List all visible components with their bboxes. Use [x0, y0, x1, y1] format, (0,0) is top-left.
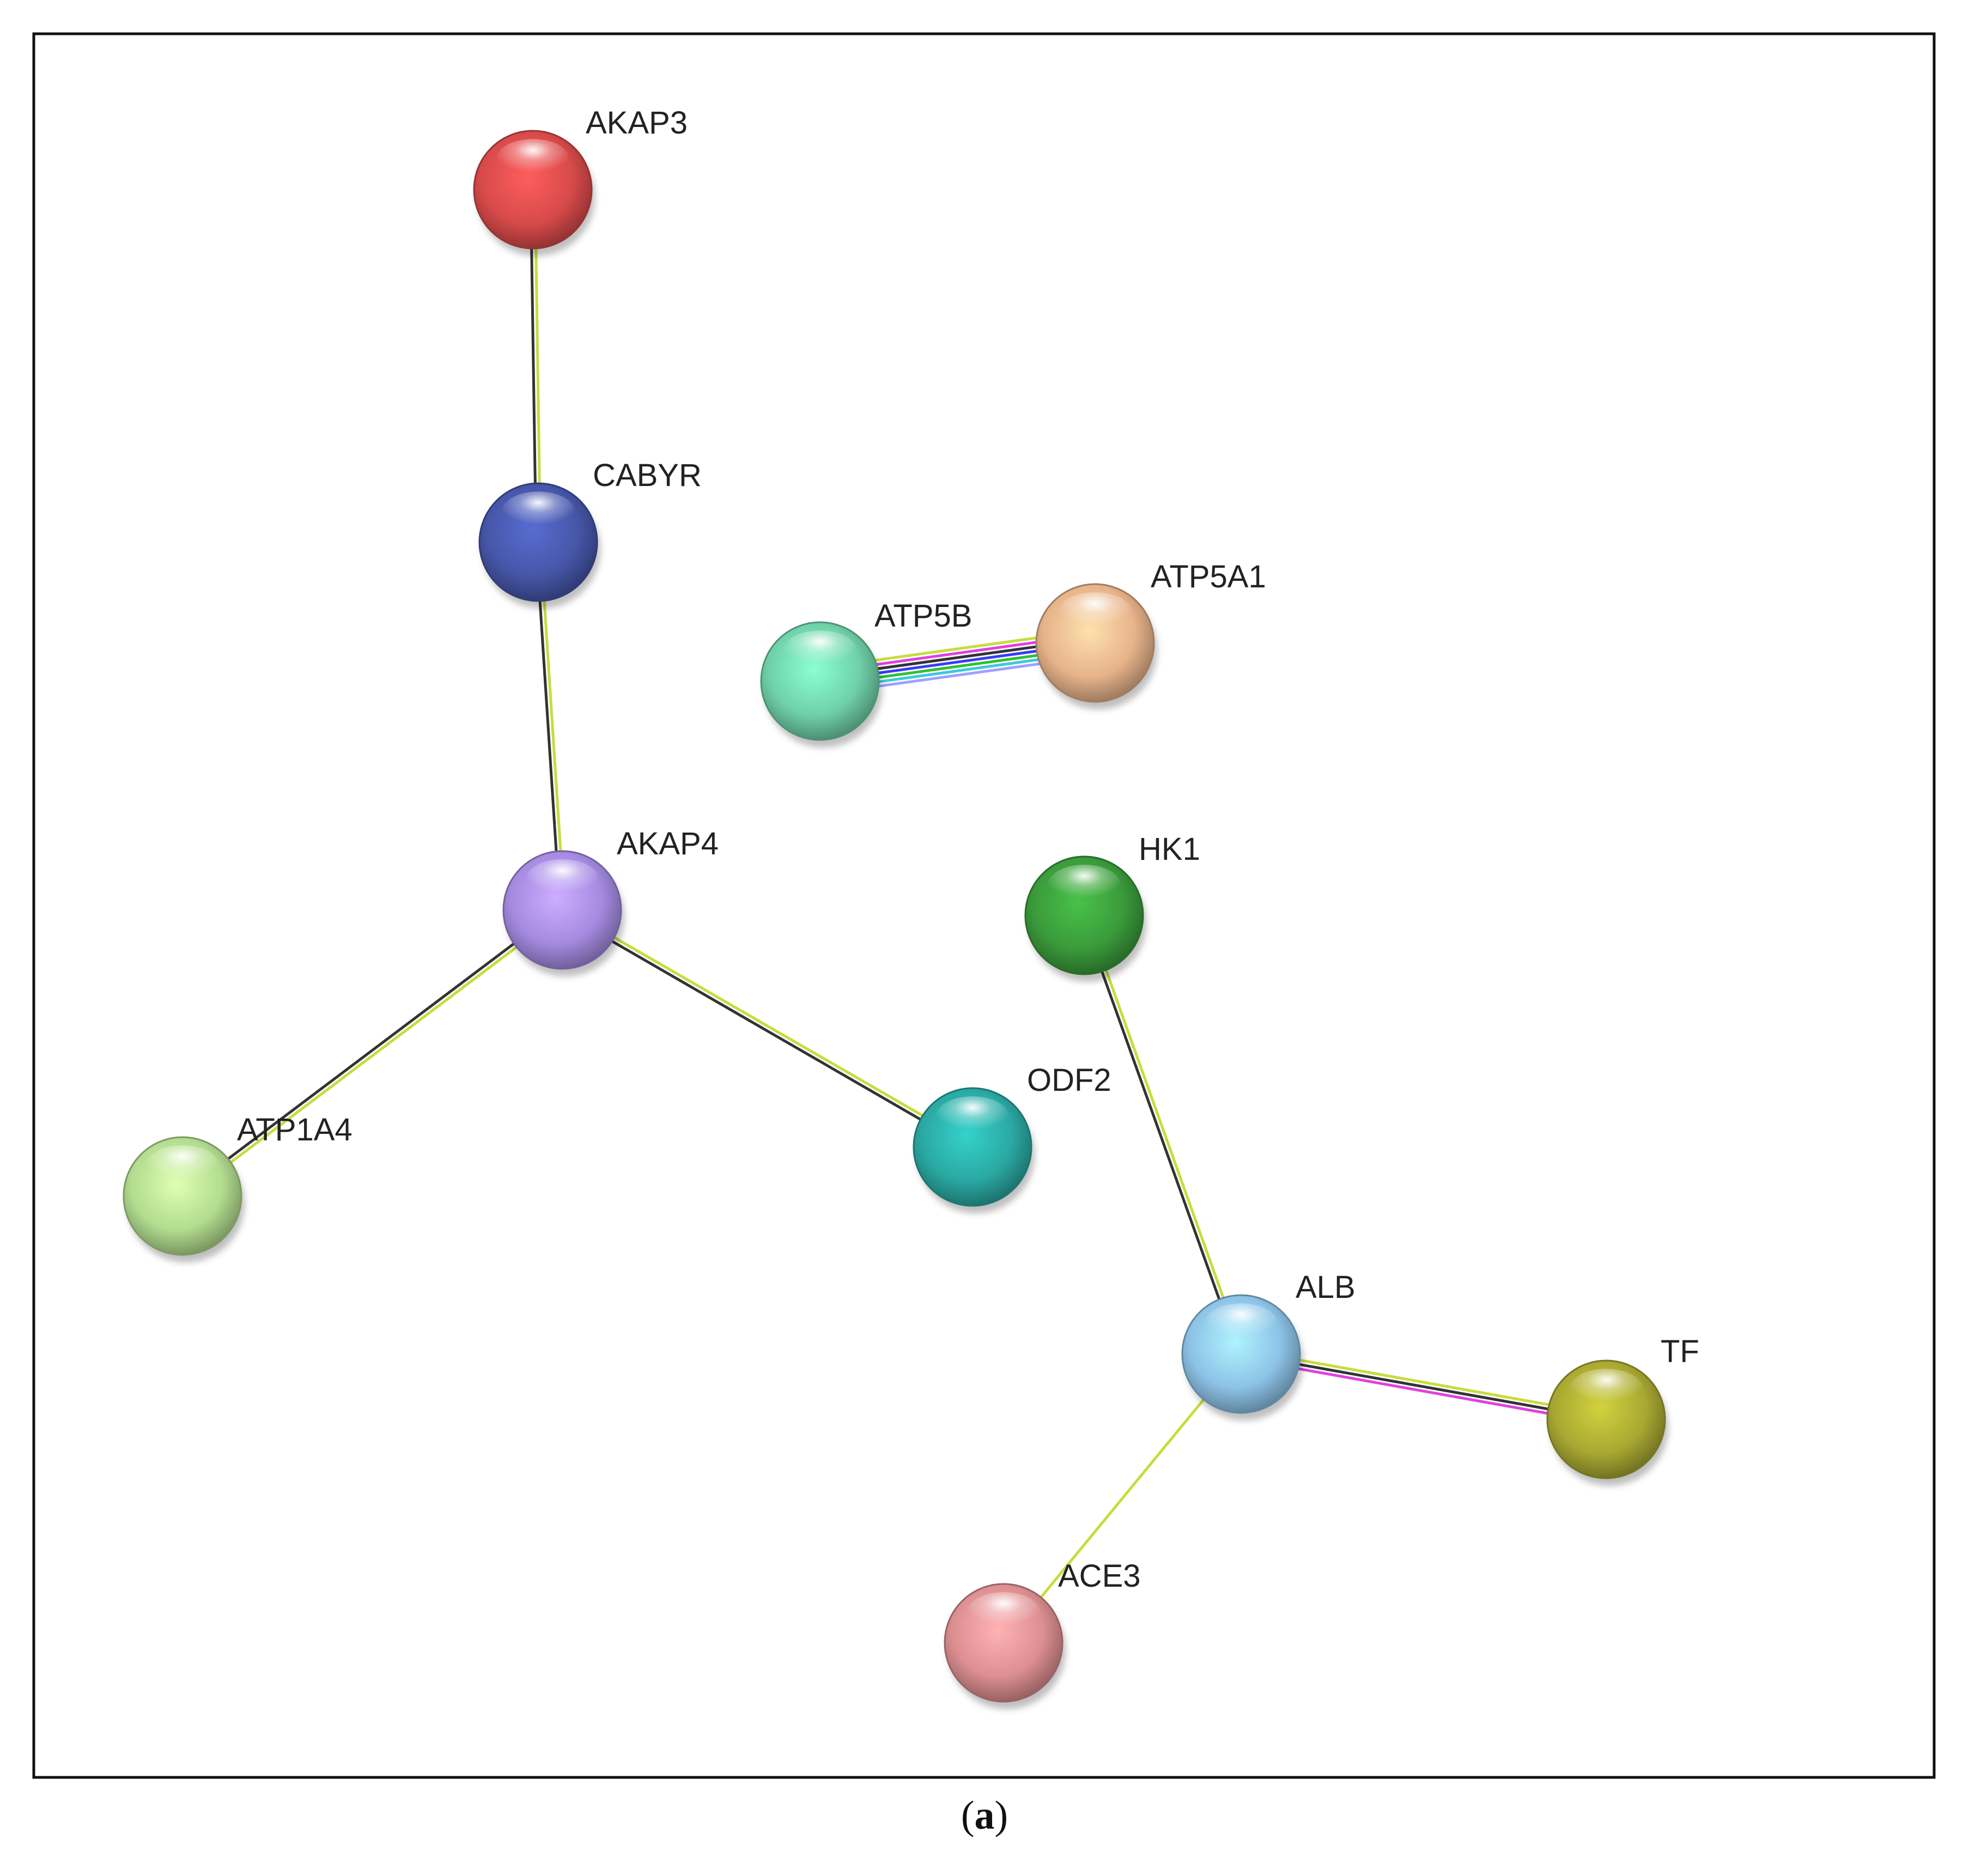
caption-close: )	[994, 1793, 1008, 1838]
node-tf[interactable]: TF	[1546, 1334, 1699, 1486]
node-alb[interactable]: ALB	[1181, 1270, 1356, 1420]
node-highlight	[496, 139, 569, 179]
edge-line	[183, 910, 564, 1199]
node-highlight	[1059, 592, 1132, 633]
node-hk1[interactable]: HK1	[1024, 831, 1200, 982]
node-cabyr[interactable]: CABYR	[478, 458, 702, 609]
edge-line	[1085, 914, 1245, 1354]
node-highlight	[1205, 1303, 1278, 1344]
figure-caption: (a)	[0, 1793, 1969, 1839]
edge-hk1-alb	[1080, 914, 1245, 1356]
node-label-ace3: ACE3	[1058, 1558, 1141, 1594]
edge-akap4-odf2	[560, 907, 975, 1150]
node-label-atp5b: ATP5B	[874, 598, 972, 634]
node-label-hk1: HK1	[1139, 831, 1200, 867]
node-akap4[interactable]: AKAP4	[502, 826, 719, 976]
node-highlight	[502, 491, 575, 532]
node-label-odf2: ODF2	[1027, 1063, 1111, 1098]
caption-open: (	[961, 1793, 975, 1838]
edge-line	[560, 910, 973, 1150]
node-highlight	[936, 1096, 1009, 1137]
node-odf2[interactable]: ODF2	[913, 1063, 1111, 1213]
node-label-tf: TF	[1661, 1334, 1699, 1369]
node-atp5a1[interactable]: ATP5A1	[1035, 559, 1266, 709]
diagram-frame	[32, 32, 1936, 1779]
node-akap3[interactable]: AKAP3	[473, 105, 688, 256]
node-highlight	[783, 630, 856, 671]
node-atp5b[interactable]: ATP5B	[760, 598, 972, 748]
node-label-atp5a1: ATP5A1	[1151, 559, 1266, 594]
caption-letter: a	[974, 1793, 995, 1838]
edge-alb-ace3	[1002, 1353, 1242, 1644]
node-label-cabyr: CABYR	[593, 458, 702, 493]
node-atp1a4[interactable]: ATP1A4	[123, 1112, 353, 1262]
node-highlight	[146, 1145, 219, 1186]
edge-line	[1080, 915, 1241, 1356]
edge-akap4-atp1a4	[180, 907, 564, 1199]
node-highlight	[1048, 865, 1121, 905]
node-label-atp1a4: ATP1A4	[237, 1112, 353, 1148]
edge-line	[1002, 1353, 1242, 1644]
node-label-akap4: AKAP4	[617, 826, 719, 861]
node-highlight	[1570, 1369, 1643, 1409]
node-ace3[interactable]: ACE3	[944, 1558, 1141, 1709]
node-highlight	[526, 859, 599, 900]
edge-line	[180, 907, 562, 1195]
node-highlight	[967, 1592, 1040, 1632]
node-label-alb: ALB	[1296, 1270, 1356, 1305]
node-label-akap3: AKAP3	[586, 105, 688, 141]
edge-line	[562, 907, 975, 1146]
